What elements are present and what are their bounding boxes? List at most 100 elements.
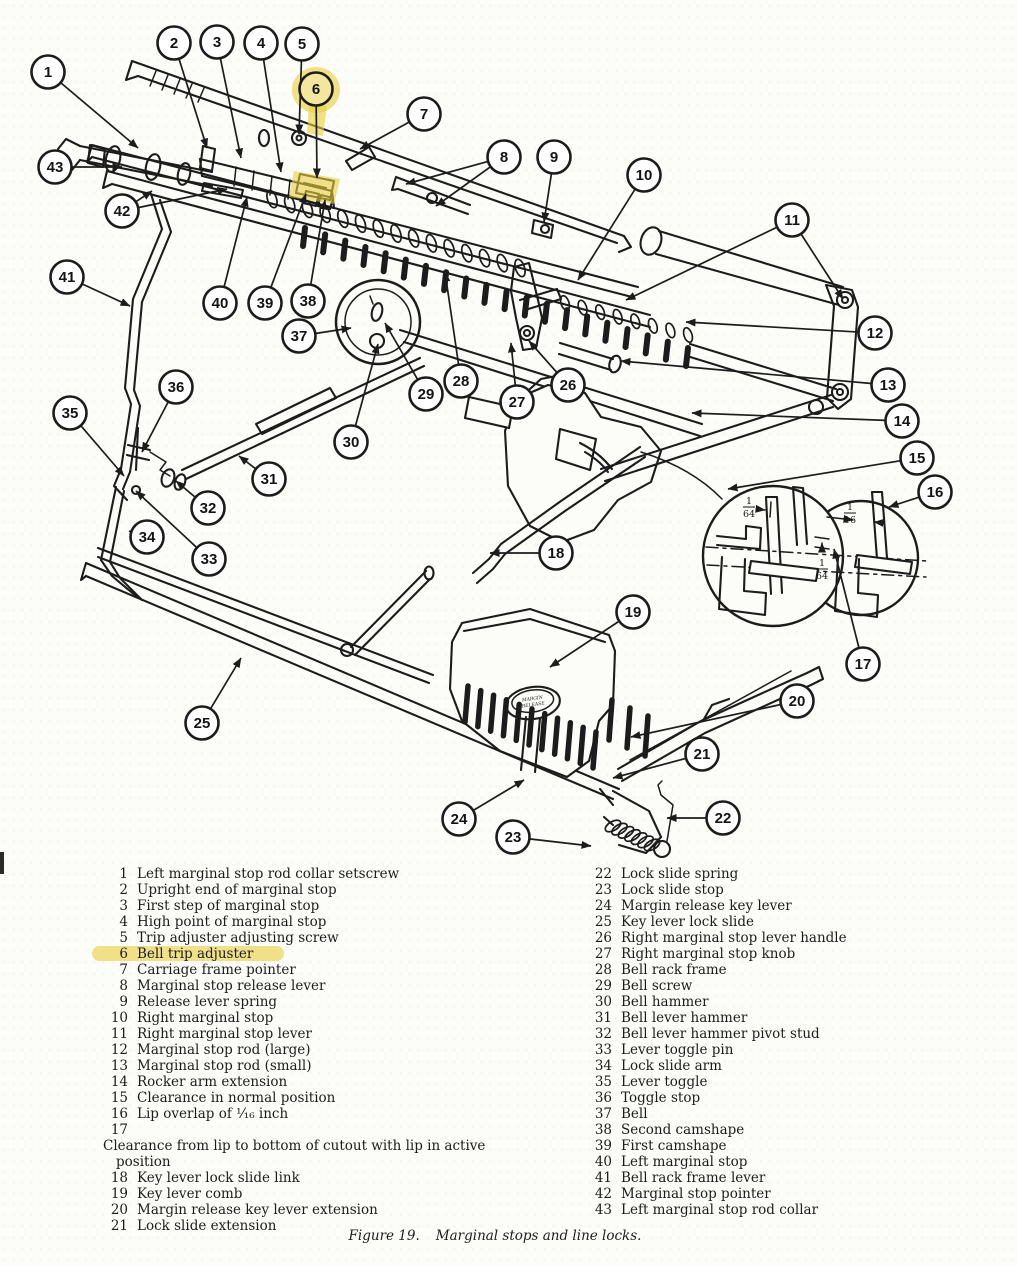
callout-10: 10 bbox=[626, 157, 662, 193]
callout-number: 3 bbox=[213, 34, 221, 51]
callout-number: 35 bbox=[62, 405, 79, 422]
legend-item-text: Key lever lock slide link bbox=[137, 1170, 300, 1186]
svg-text:16: 16 bbox=[844, 515, 856, 526]
svg-text:MARGIN: MARGIN bbox=[521, 694, 545, 703]
legend-item-number: 30 bbox=[594, 994, 612, 1010]
fraction-label: 164 bbox=[816, 558, 828, 582]
legend-item-number: 42 bbox=[594, 1186, 612, 1202]
callout-number: 36 bbox=[168, 379, 185, 396]
callout-41: 41 bbox=[49, 259, 85, 295]
legend-item-text: Lip overlap of ¹⁄₁₆ inch bbox=[137, 1106, 289, 1122]
svg-text:64: 64 bbox=[743, 509, 755, 520]
legend-item-text: Toggle stop bbox=[621, 1090, 701, 1106]
legend-item-number: 37 bbox=[594, 1106, 612, 1122]
margin-release-extension-bar bbox=[616, 665, 825, 783]
marginal-stop-rod-small bbox=[557, 341, 622, 374]
legend-item-text: Bell screw bbox=[621, 978, 693, 994]
legend-item-number: 19 bbox=[110, 1186, 128, 1202]
callout-32: 32 bbox=[190, 490, 226, 526]
legend-item-19: 19 Key lever comb bbox=[94, 1186, 574, 1202]
legend-item-number: 10 bbox=[110, 1010, 128, 1026]
callout-16: 16 bbox=[917, 474, 953, 510]
fraction-label: 164 bbox=[743, 496, 755, 520]
legend-item-text: Key lever comb bbox=[137, 1186, 243, 1202]
callout-number: 23 bbox=[505, 829, 522, 846]
callout-number: 8 bbox=[500, 149, 508, 166]
legend-item-number: 21 bbox=[110, 1218, 128, 1234]
legend-item-21: 21 Lock slide extension bbox=[94, 1218, 574, 1234]
callout-number: 39 bbox=[257, 295, 274, 312]
callout-19: 19 bbox=[615, 594, 651, 630]
callout-number: 15 bbox=[909, 450, 926, 467]
callout-number: 17 bbox=[855, 656, 872, 673]
callout-27: 27 bbox=[499, 384, 535, 420]
callout-31: 31 bbox=[251, 461, 287, 497]
callout-number: 1 bbox=[44, 64, 52, 81]
callout-28: 28 bbox=[443, 363, 479, 399]
callout-number: 13 bbox=[880, 377, 897, 394]
legend-item-number: 38 bbox=[594, 1122, 612, 1138]
callout-37: 37 bbox=[281, 318, 317, 354]
callout-number: 34 bbox=[139, 529, 156, 546]
callout-number: 42 bbox=[114, 203, 131, 220]
legend-item-text: Lock slide extension bbox=[137, 1218, 277, 1234]
callout-3: 3 bbox=[199, 24, 235, 60]
legend-item-text: Left marginal stop rod collar setscrew bbox=[137, 866, 400, 882]
callout-number: 10 bbox=[636, 167, 653, 184]
callout-17: 17 bbox=[845, 646, 881, 682]
callout-number: 25 bbox=[194, 715, 211, 732]
legend-item-text: Lever toggle bbox=[621, 1074, 708, 1090]
legend-item-text: Marginal stop rod (small) bbox=[137, 1058, 312, 1074]
callout-number: 33 bbox=[201, 551, 218, 568]
bell bbox=[334, 278, 422, 366]
callout-number: 14 bbox=[894, 413, 911, 430]
inset-detail bbox=[640, 451, 928, 628]
legend-item-number: 13 bbox=[110, 1058, 128, 1074]
callout-14: 14 bbox=[884, 403, 920, 439]
callout-33: 33 bbox=[191, 541, 227, 577]
callout-number: 18 bbox=[548, 545, 565, 562]
legend-item-number: 7 bbox=[119, 962, 128, 978]
callout-number: 30 bbox=[343, 434, 360, 451]
legend-item-number: 43 bbox=[594, 1202, 612, 1218]
callout-number: 31 bbox=[261, 471, 278, 488]
callout-23: 23 bbox=[495, 819, 531, 855]
legend-item-36: 36 Toggle stop bbox=[578, 1090, 998, 1106]
legend-item-text: Rocker arm extension bbox=[137, 1074, 288, 1090]
legend-item-text: Release lever spring bbox=[137, 994, 278, 1010]
legend-item-number: 36 bbox=[594, 1090, 612, 1106]
legend-item-text: Clearance from lip to bottom of cutout w… bbox=[103, 1138, 486, 1170]
callout-11: 11 bbox=[774, 202, 810, 238]
callout-18: 18 bbox=[538, 535, 574, 571]
legend-item-number: 28 bbox=[594, 962, 612, 978]
callout-34: 34 bbox=[129, 519, 165, 555]
legend-item-number: 22 bbox=[594, 866, 612, 882]
callout-26: 26 bbox=[550, 367, 586, 403]
callout-39: 39 bbox=[247, 285, 283, 321]
legend-item-text: Second camshape bbox=[621, 1122, 745, 1138]
bell-rack-frame-lever bbox=[112, 192, 173, 502]
